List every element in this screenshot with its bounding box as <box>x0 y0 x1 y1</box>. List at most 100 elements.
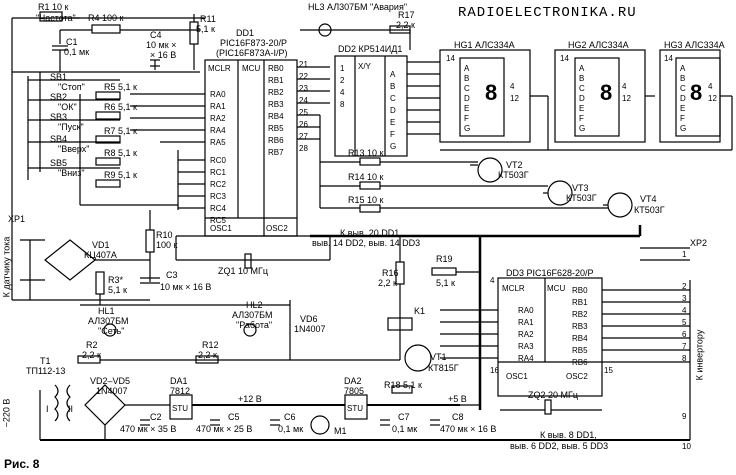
dd3-rb2: RB2 <box>572 310 588 319</box>
dd3-rb5: RB5 <box>572 346 588 355</box>
hg2-seg-a: A <box>579 64 585 73</box>
dd1-osc2: OSC2 <box>266 224 288 233</box>
dd1-rc5: RC5 <box>210 216 227 225</box>
dd1-part-alt: (PIC16F873A-I/P) <box>216 48 288 58</box>
dd2-xy: X/Y <box>358 62 371 71</box>
hl3-label: HL3 АЛ307БМ "Авария" <box>308 2 408 12</box>
sb1-label: SB1 <box>50 72 68 82</box>
hg1-seg-d: D <box>464 94 470 103</box>
xp2-pin4: 4 <box>682 306 687 315</box>
r13-label: R13 10 к <box>348 148 384 158</box>
r10-value: 100 к <box>156 240 178 250</box>
r2-value: 2,2 к <box>82 350 101 360</box>
xp2-pin8: 8 <box>682 354 687 363</box>
dd1-ref: DD1 <box>236 28 255 38</box>
c5-value: 470 мк × 25 В <box>196 424 253 434</box>
r10-label: R10 <box>156 230 173 240</box>
xp1-side-label: К датчику тока <box>1 236 12 298</box>
r17-value: 2,2 к <box>396 20 415 30</box>
dd1-ra0: RA0 <box>210 90 226 99</box>
dd1-ra2: RA2 <box>210 114 226 123</box>
vt1-part: КТ815Г <box>428 363 459 373</box>
dd1-rc4: RC4 <box>210 204 227 213</box>
c2-label: C2 <box>150 412 162 422</box>
dd3-pin4: 4 <box>490 276 495 285</box>
dd1-pin25: 25 <box>299 108 308 117</box>
da1-ref: DA1 <box>170 376 188 386</box>
c4-value: 10 мк × <box>146 40 177 50</box>
dd3-rb3: RB3 <box>572 322 588 331</box>
r16-value: 2,2 к <box>378 278 397 288</box>
dd3-ra4: RA4 <box>518 354 534 363</box>
dd1-ra1: RA1 <box>210 102 226 111</box>
dd1-rb4: RB4 <box>268 112 284 121</box>
dd3-rb6: RB6 <box>572 358 588 367</box>
da2-part: 7805 <box>344 386 365 396</box>
hg1-pin12: 12 <box>510 94 519 103</box>
dd1-rb7: RB7 <box>268 148 284 157</box>
dd3-osc2: OSC2 <box>566 372 588 381</box>
hg3-seg-e: E <box>680 104 686 113</box>
hg2-seg-e: E <box>579 104 585 113</box>
r11-value: 5,1 к <box>196 24 215 34</box>
plus5-label: +5 В <box>448 394 467 404</box>
vd6-ref: VD6 <box>300 314 318 324</box>
hg3-seg-b: B <box>680 74 686 83</box>
dd1-part: PIC16F873-20/P <box>220 38 288 48</box>
c1-value: 0,1 мк <box>64 47 90 57</box>
r2-label: R2 <box>86 340 98 350</box>
c1-label: C1 <box>66 37 78 47</box>
c3-value: 10 мк × 16 В <box>160 282 212 292</box>
r18-label: R18 5,1 к <box>384 380 422 390</box>
dd3-pin16: 16 <box>490 366 499 375</box>
hg3-seg-d: D <box>680 94 686 103</box>
dd3-ref: DD3 PIC16F628-20/P <box>506 268 594 278</box>
hg1-pin14: 14 <box>446 54 455 63</box>
xp2-pin6: 6 <box>682 330 687 339</box>
dd1-pin22: 22 <box>299 72 308 81</box>
vd2-part: 1N4007 <box>96 386 128 396</box>
r3-value: 5,1 к <box>108 285 127 295</box>
hg2-seg-g: G <box>579 124 586 133</box>
r19-label: R19 <box>436 254 453 264</box>
hg2-pin12: 12 <box>622 94 631 103</box>
hl1-name: "Сеть" <box>98 326 125 336</box>
r5-label: R5 5,1 к <box>104 82 137 92</box>
dd3-ra3: RA3 <box>518 342 534 351</box>
r3-label: R3* <box>108 275 124 285</box>
sb5-label: SB5 <box>50 158 68 168</box>
xp2-pin1: 1 <box>682 250 687 259</box>
hg2-seg-b: B <box>579 74 585 83</box>
xp2-label: XP2 <box>690 238 708 248</box>
hl1-part: АЛ307БМ <box>88 316 129 326</box>
hg1-digit: 8 <box>485 80 498 105</box>
c3-label: C3 <box>166 270 178 280</box>
r12-value: 2,2 к <box>198 350 217 360</box>
dd3-rb4: RB4 <box>572 334 588 343</box>
note1-line1: К выв. 20 DD1, <box>340 228 402 238</box>
r9-label: R9 5,1 к <box>104 170 137 180</box>
hg2-seg-c: C <box>579 84 585 93</box>
r1-label: R1 10 к <box>38 2 69 12</box>
hg2-ref: HG2 АЛС334А <box>568 40 629 50</box>
site-watermark: RADIOELECTRONIKA.RU <box>458 5 637 21</box>
sb1-name: "Стоп" <box>58 82 85 92</box>
hg1-seg-g: G <box>464 124 471 133</box>
da2-ref: DA2 <box>344 376 362 386</box>
zq1-label: ZQ1 10 МГц <box>218 266 269 276</box>
r17-label: R17 <box>398 10 415 20</box>
c8-label: C8 <box>452 412 464 422</box>
c2-value: 470 мк × 35 В <box>120 424 177 434</box>
vd6-part: 1N4007 <box>294 324 326 334</box>
r16-label: R16 <box>382 268 399 278</box>
sb3-label: SB3 <box>50 112 68 122</box>
dd1-osc1: OSC1 <box>210 224 232 233</box>
r15-label: R15 10 к <box>348 195 384 205</box>
sb3-name: "Пуск" <box>58 122 84 132</box>
dd2-out-a: A <box>390 70 396 79</box>
hg1-seg-b: B <box>464 74 470 83</box>
plus12-label: +12 В <box>238 394 262 404</box>
hg3-digit: 8 <box>690 80 703 105</box>
hg2-pin4: 4 <box>622 82 627 91</box>
